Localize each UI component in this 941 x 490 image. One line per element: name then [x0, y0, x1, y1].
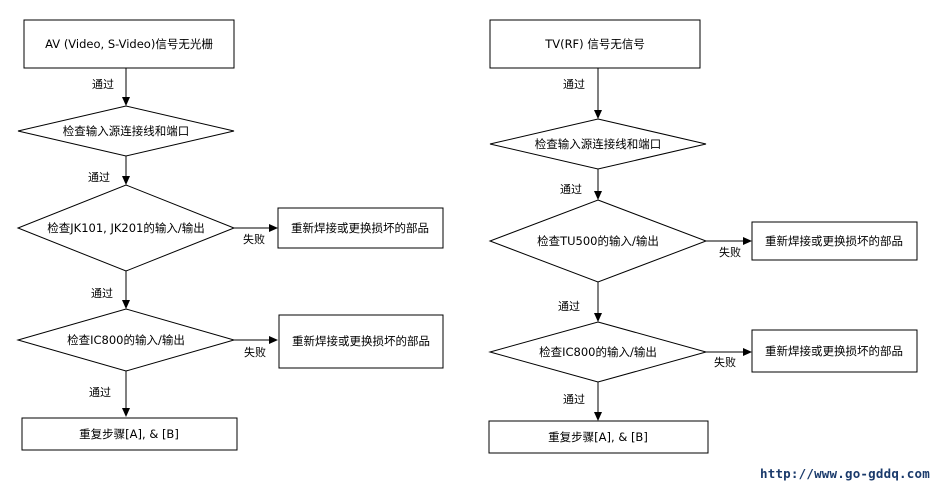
left-start-label: AV (Video, S-Video)信号无光栅 [45, 37, 213, 51]
right-check2-label: 检查TU500的输入/输出 [537, 234, 659, 248]
right-edge-check2-fix1: 失败 [706, 237, 752, 259]
left-check3-label: 检查IC800的输入/输出 [67, 333, 185, 347]
left-edge-check1-check2: 通过 [88, 156, 130, 185]
right-edge-label-pass-1: 通过 [563, 78, 585, 91]
right-edge-label-fail-1: 失败 [719, 245, 741, 259]
right-edge-label-fail-2: 失败 [714, 355, 736, 369]
right-check2-node: 检查TU500的输入/输出 [488, 199, 708, 283]
right-check3-label: 检查IC800的输入/输出 [539, 345, 657, 359]
right-edge-label-pass-2: 通过 [560, 183, 582, 196]
right-edge-check3-fix2: 失败 [706, 348, 752, 369]
right-start-node: TV(RF) 信号无信号 [489, 19, 701, 69]
left-edge-label-fail-2: 失败 [244, 345, 266, 359]
right-start-label: TV(RF) 信号无信号 [544, 37, 645, 51]
left-end-node: 重复步骤[A], & [B] [21, 417, 238, 451]
left-check1-label: 检查输入源连接线和端口 [63, 124, 190, 138]
right-check1-node: 检查输入源连接线和端口 [489, 118, 707, 170]
left-edge-check2-check3: 通过 [91, 271, 130, 309]
right-end-label: 重复步骤[A], & [B] [548, 430, 648, 444]
right-edge-start-check1: 通过 [563, 68, 602, 119]
left-edge-label-pass-1: 通过 [92, 78, 114, 91]
right-edge-check1-check2: 通过 [560, 169, 602, 200]
left-check3-node: 检查IC800的输入/输出 [16, 308, 236, 372]
right-fix1-node: 重新焊接或更换损坏的部品 [751, 221, 918, 261]
left-check1-node: 检查输入源连接线和端口 [17, 105, 235, 157]
right-fix2-label: 重新焊接或更换损坏的部品 [765, 344, 903, 358]
right-fix2-node: 重新焊接或更换损坏的部品 [751, 329, 918, 373]
left-fix2-node: 重新焊接或更换损坏的部品 [278, 314, 444, 369]
right-flow: TV(RF) 信号无信号 通过 检查输入源连接线和端口 通过 检查TU500的输… [488, 19, 918, 454]
right-fix1-label: 重新焊接或更换损坏的部品 [765, 234, 903, 248]
right-edge-label-pass-4: 通过 [563, 393, 585, 406]
left-fix2-label: 重新焊接或更换损坏的部品 [292, 334, 430, 348]
left-edge-check2-fix1: 失败 [234, 224, 278, 246]
right-edge-check2-check3: 通过 [558, 282, 602, 322]
left-start-node: AV (Video, S-Video)信号无光栅 [23, 19, 235, 69]
right-check3-node: 检查IC800的输入/输出 [488, 321, 708, 383]
left-edge-check3-end: 通过 [89, 371, 130, 417]
site-watermark: http://www.go-gddq.com [760, 466, 930, 481]
left-edge-label-fail-1: 失败 [243, 232, 265, 246]
left-edge-label-pass-4: 通过 [89, 386, 111, 399]
right-edge-check3-end: 通过 [563, 382, 602, 421]
left-fix1-label: 重新焊接或更换损坏的部品 [291, 221, 429, 235]
left-edge-check3-fix2: 失败 [234, 336, 278, 359]
left-flow: AV (Video, S-Video)信号无光栅 通过 检查输入源连接线和端口 … [16, 19, 444, 451]
left-check2-label: 检查JK101, JK201的输入/输出 [47, 221, 204, 235]
right-end-node: 重复步骤[A], & [B] [488, 420, 709, 454]
left-edge-label-pass-3: 通过 [91, 287, 113, 300]
right-check1-label: 检查输入源连接线和端口 [535, 137, 662, 151]
left-edge-start-check1: 通过 [92, 68, 130, 106]
left-fix1-node: 重新焊接或更换损坏的部品 [277, 207, 444, 249]
left-check2-node: 检查JK101, JK201的输入/输出 [16, 184, 236, 272]
left-edge-label-pass-2: 通过 [88, 171, 110, 184]
left-end-label: 重复步骤[A], & [B] [79, 427, 179, 441]
right-edge-label-pass-3: 通过 [558, 300, 580, 313]
